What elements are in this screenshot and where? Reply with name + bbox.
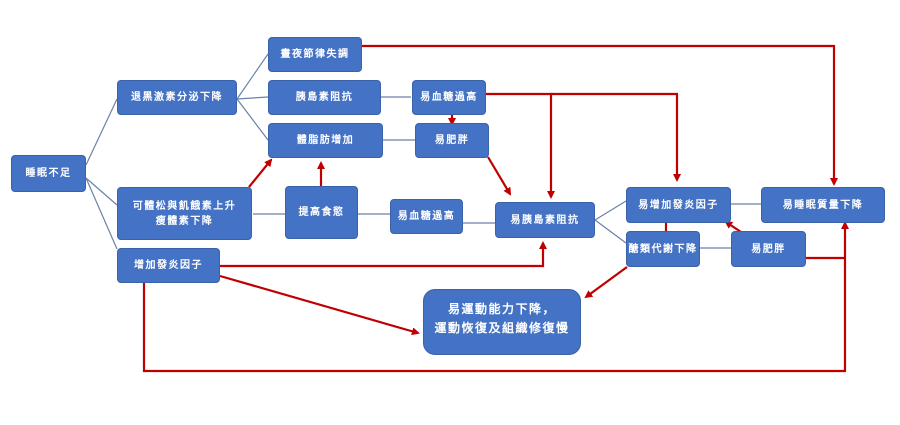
node-obesity-2[interactable]: 易肥胖 bbox=[731, 231, 806, 267]
node-sleep-quality-down[interactable]: 易睡眠質量下降 bbox=[761, 187, 885, 223]
arrow-inflammation-to-insulinres bbox=[220, 241, 547, 268]
node-label: 易睡眠質量下降 bbox=[782, 199, 864, 211]
node-melatonin-down[interactable]: 退黑激素分泌下降 bbox=[117, 80, 237, 115]
node-label: 易血糖過高 bbox=[397, 211, 456, 222]
branch-insulinres-to-glucose bbox=[594, 219, 627, 244]
node-label: 醣類代謝下降 bbox=[628, 243, 698, 255]
node-insulin-resistance[interactable]: 胰島素阻抗 bbox=[268, 80, 381, 115]
node-label: 增加發炎因子 bbox=[134, 260, 203, 271]
node-label-line2: 運動恢復及組織修復慢 bbox=[434, 321, 570, 335]
arrow-bloodsugar-to-insulinres bbox=[486, 92, 555, 199]
node-label: 提高食慾 bbox=[298, 207, 345, 218]
node-label: 易增加發炎因子 bbox=[638, 199, 719, 211]
node-cortisol-ghrelin[interactable]: 可體松與飢餓素上升 瘦體素下降 bbox=[117, 187, 252, 240]
node-label: 易肥胖 bbox=[434, 135, 470, 146]
node-label: 退黑激素分泌下降 bbox=[131, 92, 223, 103]
branch-melatonin-to-bodyfat bbox=[236, 98, 269, 141]
arrow-inflammation-to-exercise bbox=[219, 274, 420, 336]
node-label: 易胰島素阻抗 bbox=[510, 214, 580, 226]
node-label: 胰島素阻抗 bbox=[295, 92, 354, 103]
node-prone-insulin-resistance[interactable]: 易胰島素阻抗 bbox=[495, 202, 595, 238]
node-text: 可體松與飢餓素上升 瘦體素下降 bbox=[133, 199, 237, 229]
node-exercise-decline[interactable]: 易運動能力下降， 運動恢復及組織修復慢 bbox=[423, 289, 581, 355]
node-glucose-metabolism-down[interactable]: 醣類代謝下降 bbox=[626, 231, 700, 267]
branch-sleep-to-cortisol bbox=[85, 177, 118, 206]
node-prone-inflammation[interactable]: 易增加發炎因子 bbox=[626, 187, 731, 223]
node-body-fat-up[interactable]: 體脂肪增加 bbox=[268, 123, 383, 158]
arrow-bloodsugar-to-inflammation bbox=[551, 92, 681, 182]
branch-melatonin-to-insulin bbox=[236, 96, 269, 100]
node-label: 晝夜節律失調 bbox=[280, 49, 350, 60]
node-text: 易運動能力下降， 運動恢復及組織修復慢 bbox=[434, 300, 569, 338]
node-label: 易肥胖 bbox=[751, 243, 786, 255]
node-high-blood-sugar-1[interactable]: 易血糖過高 bbox=[412, 80, 486, 115]
branch-sleep-to-inflammation bbox=[85, 177, 118, 250]
branch-insulinres-to-inflammation bbox=[594, 200, 627, 221]
arrow-circadian-to-sleepquality bbox=[362, 44, 838, 186]
arrow-obesity-to-insulinres bbox=[487, 156, 512, 196]
node-label: 睡眠不足 bbox=[25, 168, 72, 179]
arrow-cortisol-to-bodyfat bbox=[248, 158, 273, 188]
node-high-blood-sugar-2[interactable]: 易血糖過高 bbox=[390, 199, 463, 234]
node-appetite-up[interactable]: 提高食慾 bbox=[285, 186, 358, 239]
node-label: 易血糖過高 bbox=[420, 92, 478, 103]
node-circadian-disorder[interactable]: 晝夜節律失調 bbox=[268, 37, 362, 72]
arrow-glucose-to-exercise bbox=[584, 266, 628, 299]
node-label-line1: 易運動能力下降， bbox=[447, 302, 556, 316]
node-label-line2: 瘦體素下降 bbox=[155, 215, 214, 227]
branch-sleep-to-melatonin bbox=[85, 98, 118, 166]
node-label-line1: 可體松與飢餓素上升 bbox=[132, 200, 237, 212]
arrow-inflammation-to-sleepquality bbox=[142, 221, 849, 373]
node-label: 體脂肪增加 bbox=[296, 135, 355, 146]
node-sleep-deprivation[interactable]: 睡眠不足 bbox=[11, 155, 86, 192]
node-inflammation-up[interactable]: 增加發炎因子 bbox=[117, 248, 220, 283]
node-obesity-1[interactable]: 易肥胖 bbox=[415, 123, 489, 158]
branch-melatonin-to-circadian bbox=[236, 53, 269, 100]
